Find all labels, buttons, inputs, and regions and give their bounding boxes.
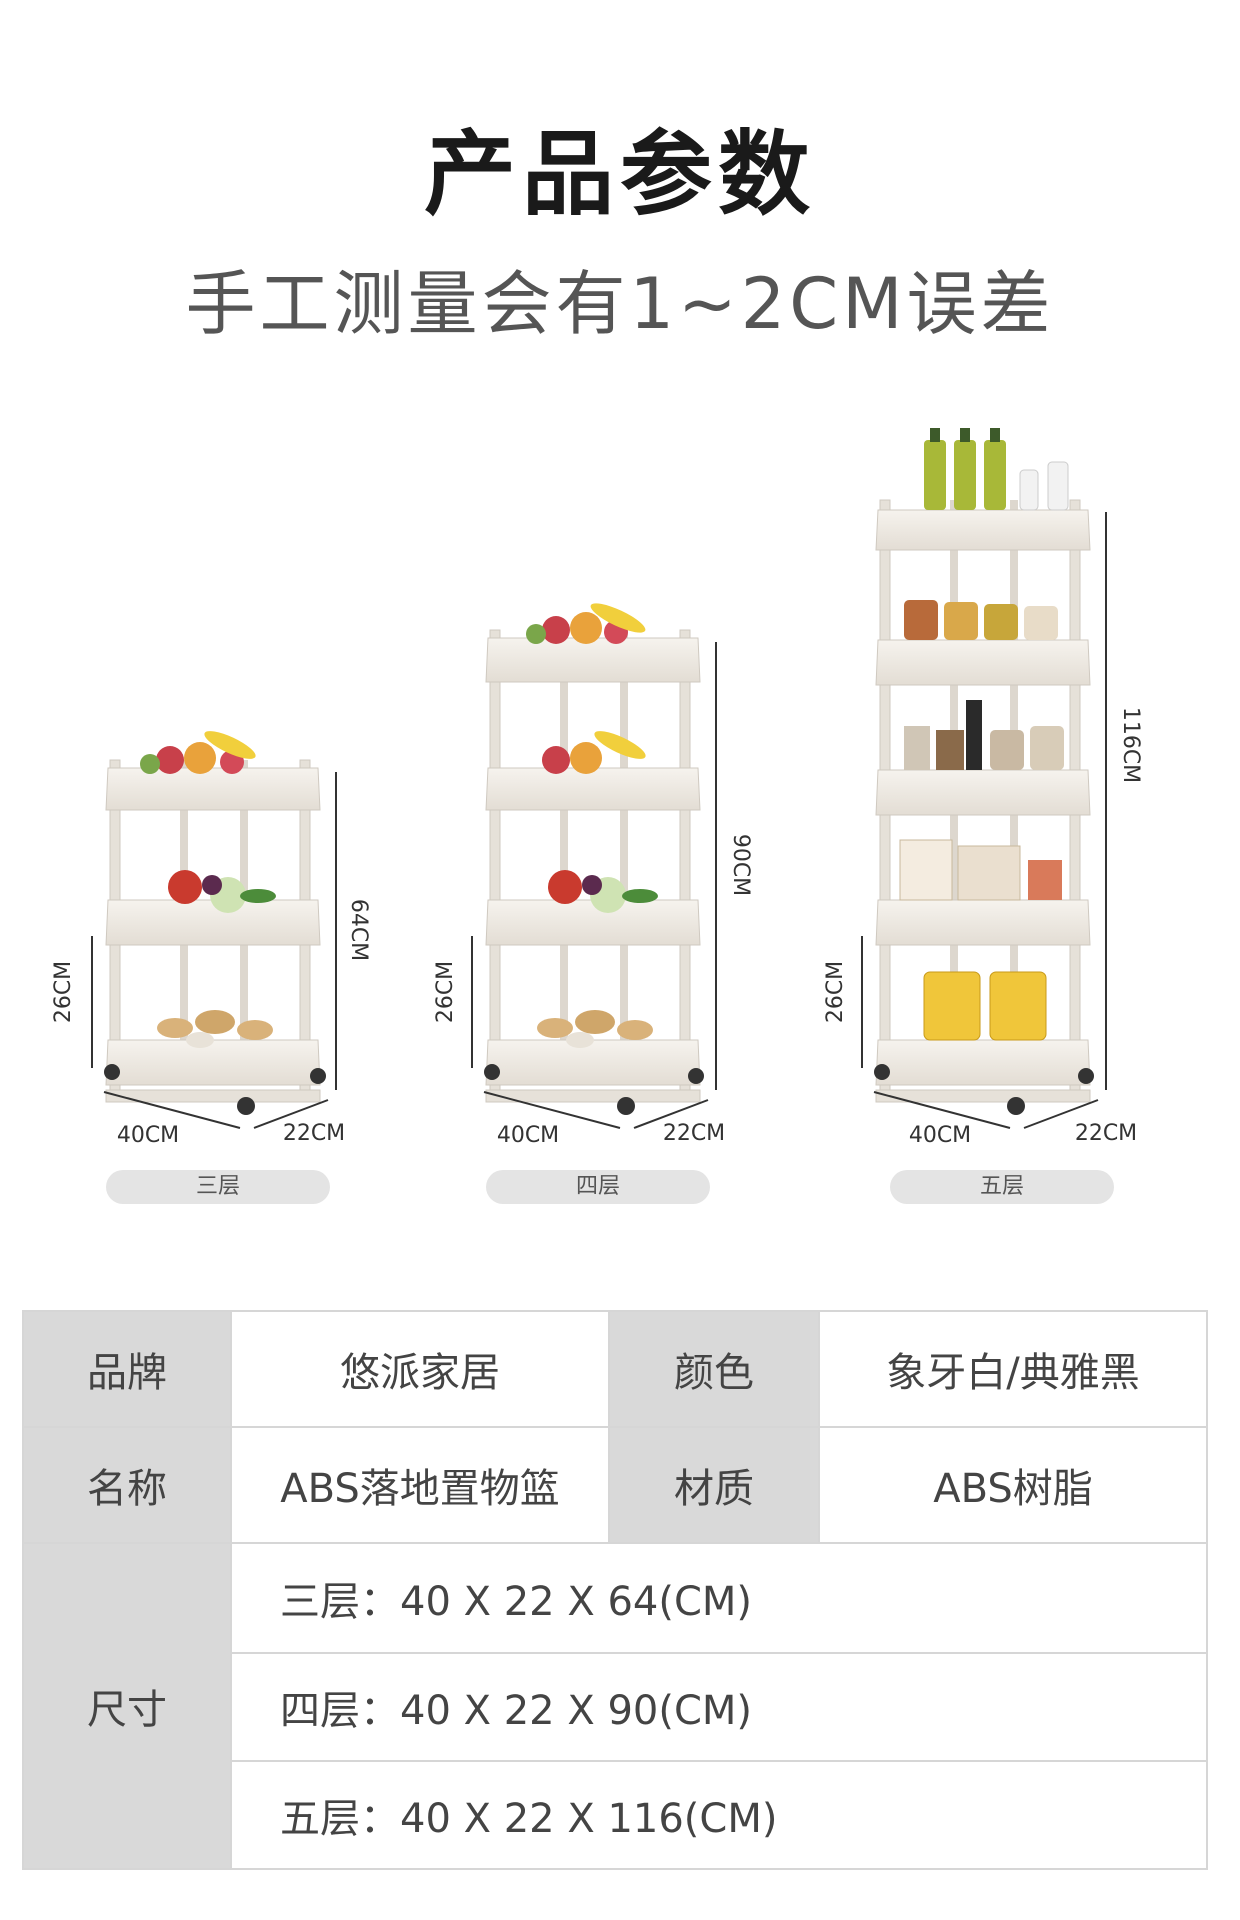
- rack-five-tier: [861, 428, 1107, 1129]
- spec-row-name-material: 名称 ABS落地置物篮 材质 ABS树脂: [22, 1426, 1208, 1544]
- shelf-gap-label: 26CM: [433, 961, 458, 1023]
- width-label: 40CM: [909, 1123, 971, 1148]
- snack-boxes: [899, 839, 1062, 901]
- name-label: 名称: [22, 1426, 232, 1544]
- material-label: 材质: [608, 1426, 820, 1544]
- name-value: ABS落地置物篮: [230, 1426, 610, 1544]
- color-label: 颜色: [608, 1310, 820, 1428]
- height-label: 64CM: [346, 899, 371, 961]
- depth-label: 22CM: [1075, 1121, 1137, 1146]
- size-label: 尺寸: [22, 1542, 232, 1870]
- spec-row-size: 尺寸 三层：40 X 22 X 64(CM): [22, 1542, 1208, 1870]
- width-label: 40CM: [117, 1123, 179, 1148]
- shelf: [105, 767, 321, 811]
- depth-label: 22CM: [283, 1121, 345, 1146]
- depth-label: 22CM: [663, 1121, 725, 1146]
- size-five-tier: 五层：40 X 22 X 116(CM): [230, 1760, 1208, 1870]
- ginger: [157, 1010, 273, 1048]
- height-label: 116CM: [1118, 707, 1143, 783]
- vegetables: [168, 870, 276, 913]
- shelf-gap-label: 26CM: [823, 961, 848, 1023]
- shelf: [485, 899, 701, 946]
- size-four-tier: 四层：40 X 22 X 90(CM): [230, 1652, 1208, 1762]
- width-label: 40CM: [497, 1123, 559, 1148]
- fruit: [542, 731, 646, 774]
- tier-label-four: 四层: [486, 1170, 710, 1204]
- shelf: [105, 1039, 321, 1086]
- tier-label-five: 五层: [890, 1170, 1114, 1204]
- shelf: [105, 899, 321, 946]
- spec-table: 品牌 悠派家居 颜色 象牙白/典雅黑 名称 ABS落地置物篮 材质 ABS树脂 …: [22, 1310, 1208, 1870]
- oil-bottles: [924, 428, 1069, 511]
- shelf: [875, 639, 1091, 686]
- shelf: [485, 767, 701, 811]
- oil-jugs: [923, 971, 1047, 1041]
- brand-label: 品牌: [22, 1310, 232, 1428]
- page-title: 产品参数: [423, 121, 816, 228]
- product-illustrations: 64CM 26CM 40CM 22CM: [0, 400, 1240, 1230]
- shelf: [485, 637, 701, 683]
- ginger: [537, 1010, 653, 1048]
- spec-row-brand-color: 品牌 悠派家居 颜色 象牙白/典雅黑: [22, 1310, 1208, 1428]
- shelf: [875, 899, 1091, 946]
- fruit: [526, 603, 646, 644]
- condiments: [904, 700, 1064, 770]
- brand-value: 悠派家居: [230, 1310, 610, 1428]
- page-subtitle: 手工测量会有1~2CM误差: [185, 263, 1055, 345]
- size-three-tier: 三层：40 X 22 X 64(CM): [230, 1542, 1208, 1654]
- shelf: [875, 509, 1091, 551]
- rack-three-tier: [91, 731, 337, 1129]
- racks-drawing: 64CM 26CM 40CM 22CM: [51, 428, 1143, 1148]
- spec-row-size: 四层：40 X 22 X 90(CM): [23, 1652, 1208, 1762]
- shelf: [875, 769, 1091, 816]
- rack-four-tier: [471, 603, 717, 1129]
- vegetables: [548, 870, 658, 913]
- shelf: [875, 1039, 1091, 1086]
- height-label: 90CM: [728, 834, 753, 896]
- material-value: ABS树脂: [818, 1426, 1208, 1544]
- tier-label-three: 三层: [106, 1170, 330, 1204]
- spice-jars: [904, 600, 1058, 640]
- shelf: [485, 1039, 701, 1086]
- fruit: [140, 731, 256, 774]
- spec-row-size: 五层：40 X 22 X 116(CM): [23, 1760, 1208, 1870]
- color-value: 象牙白/典雅黑: [818, 1310, 1208, 1428]
- shelf-gap-label: 26CM: [51, 961, 76, 1023]
